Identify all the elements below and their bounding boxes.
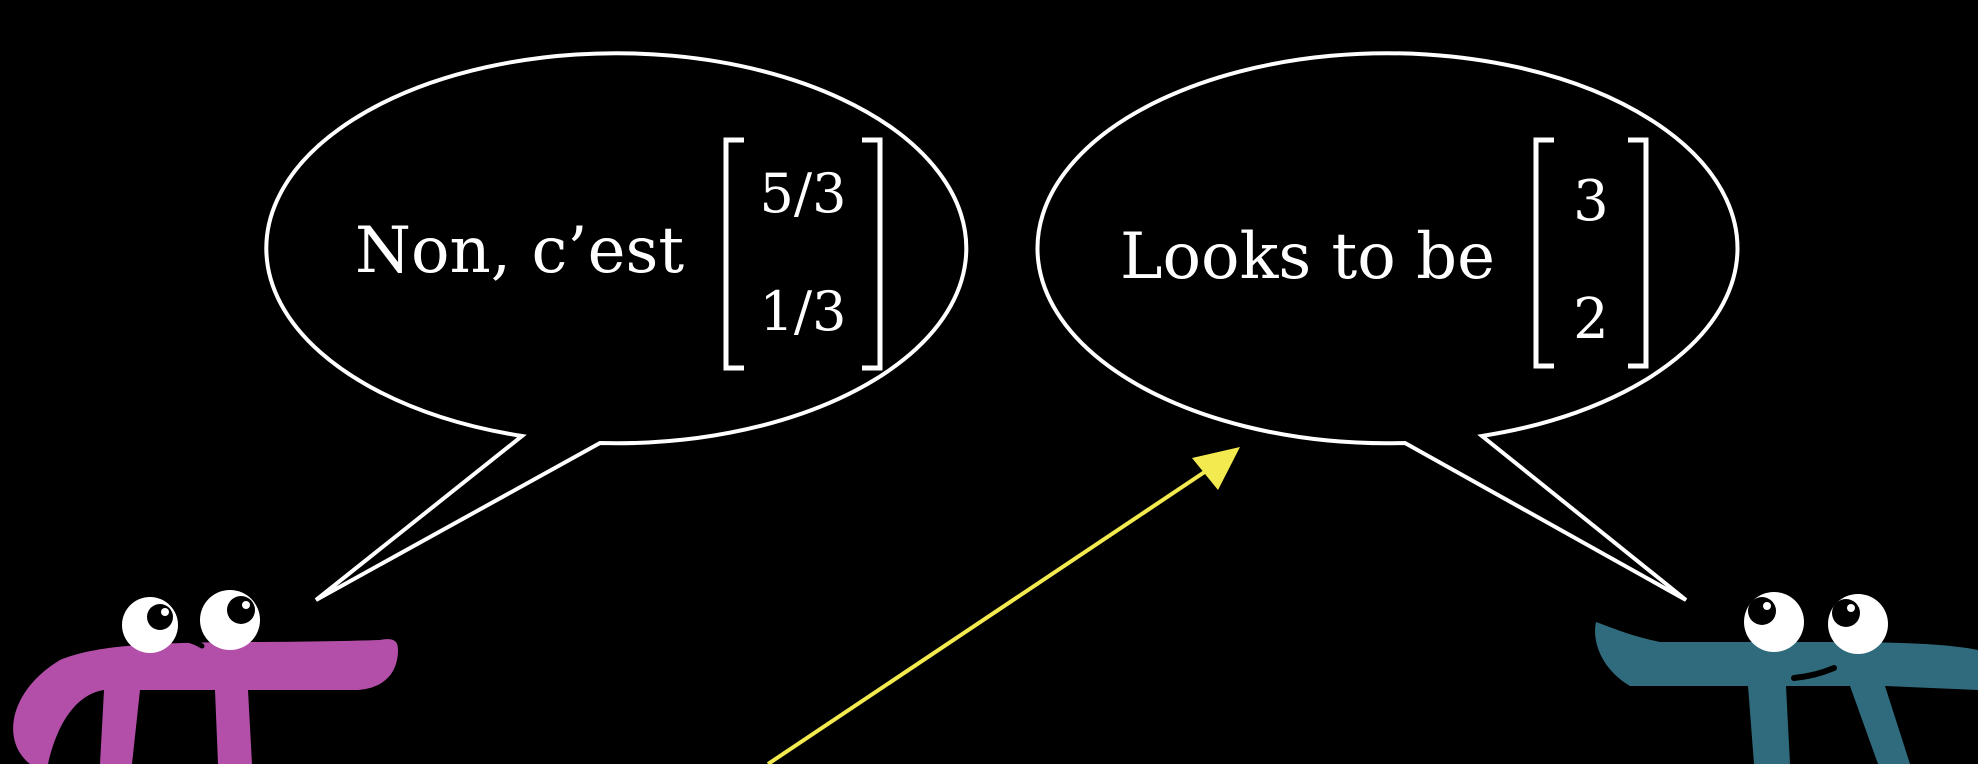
right-creature-mouth — [1791, 665, 1837, 681]
left-vector-left-bracket — [723, 137, 744, 371]
left-creature-pupil-highlight — [161, 608, 169, 616]
right-bubble-outline — [1035, 51, 1740, 602]
right-vector-right-bracket — [1628, 137, 1649, 369]
right-vector: 3 2 — [1533, 137, 1649, 369]
right-creature-pupil-highlight — [1763, 602, 1771, 610]
left-creature-pupil-highlight — [242, 601, 250, 609]
left-bubble-outline — [264, 51, 969, 602]
left-bubble-text: Non, c’est — [355, 214, 684, 288]
left-pi-creature-icon — [13, 590, 398, 764]
right-pi-creature-icon — [1595, 592, 1978, 764]
right-speech-bubble: Looks to be 3 2 — [1035, 51, 1740, 602]
left-vector-top-entry: 5/3 — [760, 162, 847, 225]
right-creature-body — [1595, 622, 1978, 764]
right-bubble-text: Looks to be — [1120, 220, 1495, 294]
arrow-shaft — [766, 461, 1220, 764]
left-speech-bubble: Non, c’est 5/3 1/3 — [264, 51, 969, 602]
arrow-head — [1192, 447, 1240, 490]
arrow-icon — [766, 447, 1240, 764]
right-vector-left-bracket — [1533, 137, 1554, 369]
right-vector-top-entry: 3 — [1573, 169, 1609, 234]
left-creature-body — [13, 639, 398, 764]
left-creature-pupil — [147, 604, 173, 630]
right-vector-bottom-entry: 2 — [1573, 287, 1609, 352]
right-creature-pupil-highlight — [1847, 604, 1855, 612]
left-vector-right-bracket — [862, 137, 883, 371]
left-vector-bottom-entry: 1/3 — [760, 280, 847, 343]
left-vector: 5/3 1/3 — [723, 137, 883, 371]
left-creature-eye-white — [200, 590, 260, 650]
right-creature-pupil — [1748, 597, 1776, 625]
right-creature-pupil — [1832, 599, 1860, 627]
left-creature-pupil — [227, 596, 255, 624]
